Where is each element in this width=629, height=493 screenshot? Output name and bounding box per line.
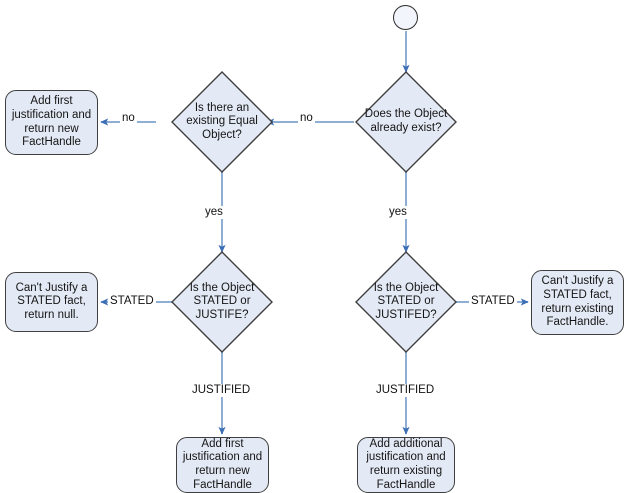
process-add-first-justification-bottom[interactable]: Add first justification and return new F… [176,437,269,493]
decision-existing-equal-label: Is there an existing Equal Object? [186,101,258,141]
decision-left-stated-or-justified[interactable]: Is the Object STATED or JUSTIFE? [172,252,272,352]
decision-left-stated-label: Is the Object STATED or JUSTIFE? [189,281,255,321]
shape-decision-left-stated[interactable] [171,251,273,353]
decision-right-stated-label: Is the Object STATED or JUSTIFED? [373,281,439,321]
process-cant-justify-return-null-label: Can't Justify a STATED fact, return null… [15,281,88,321]
process-add-additional-justification[interactable]: Add additional justification and return … [357,437,455,493]
shape-decision-right-stated[interactable] [355,251,457,353]
process-add-first-justification-top-left[interactable]: Add first justification and return new F… [5,90,98,155]
process-cant-justify-return-null[interactable]: Can't Justify a STATED fact, return null… [5,272,98,332]
edge-label-equal-yes: yes [203,206,225,219]
edge-label-exists-yes: yes [387,206,409,219]
process-add-additional-justification-label: Add additional justification and return … [366,437,446,491]
start-terminator-circle[interactable] [393,5,418,30]
decision-object-exists[interactable]: Does the Object already exist? [356,72,456,172]
process-cant-justify-return-existing-label: Can't Justify a STATED fact, return exis… [541,275,614,329]
edge-label-exists-no: no [298,112,315,125]
shape-decision-object-exists[interactable] [355,71,457,173]
process-cant-justify-return-existing[interactable]: Can't Justify a STATED fact, return exis… [531,270,624,335]
shape-decision-existing-equal[interactable] [171,71,273,173]
process-add-first-justification-top-left-label: Add first justification and return new F… [11,95,92,149]
process-add-first-justification-bottom-label: Add first justification and return new F… [182,437,263,491]
edge-label-left-justified: JUSTIFIED [190,384,253,397]
edge-label-equal-no: no [120,112,137,125]
edge-label-right-stated: STATED [469,295,517,308]
decision-object-exists-label: Does the Object already exist? [364,108,448,134]
edge-label-right-justified: JUSTIFIED [374,384,437,397]
decision-right-stated-or-justified[interactable]: Is the Object STATED or JUSTIFED? [356,252,456,352]
edge-label-left-stated: STATED [108,295,156,308]
decision-existing-equal[interactable]: Is there an existing Equal Object? [172,72,272,172]
